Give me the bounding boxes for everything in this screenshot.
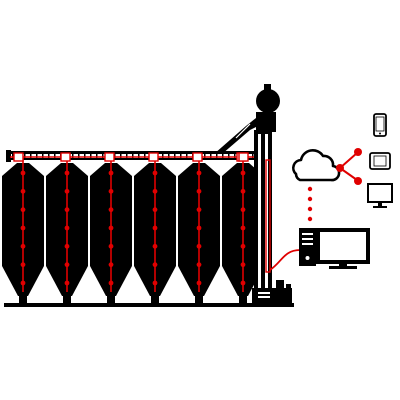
sensor-cable (108, 158, 114, 292)
sensor-node (20, 243, 26, 249)
sensor-node (64, 225, 70, 231)
sensor-node (240, 243, 246, 249)
sensor-node (108, 170, 114, 176)
sensor-node (240, 225, 246, 231)
junction-box (104, 152, 115, 162)
junction-box (238, 152, 249, 162)
sensor-node (152, 170, 158, 176)
sensor-node (196, 188, 202, 194)
junction-box (148, 152, 159, 162)
sensor-cable (20, 158, 26, 292)
sensor-node (64, 262, 70, 268)
sensor-node (64, 280, 70, 286)
junction-box (13, 152, 24, 162)
sensor-node (240, 280, 246, 286)
sensor-node (152, 225, 158, 231)
sensor-cable (240, 158, 246, 292)
roof-conveyor (6, 150, 268, 162)
sensor-node (20, 188, 26, 194)
sensor-node (64, 188, 70, 194)
sensor-header-line (10, 152, 266, 162)
share-icon (336, 148, 362, 185)
sensor-node (20, 280, 26, 286)
sensor-node (152, 243, 158, 249)
sensor-node (64, 243, 70, 249)
sensor-node (108, 243, 114, 249)
tablet-icon (369, 152, 391, 170)
sensor-node (152, 207, 158, 213)
ground-line (4, 303, 294, 307)
sensor-cable (64, 158, 70, 292)
sensor-node (240, 170, 246, 176)
smartphone-icon (373, 113, 387, 137)
sensor-node (20, 170, 26, 176)
silo-row (2, 163, 264, 304)
desktop-computer-icon (299, 228, 370, 269)
sensor-node (196, 280, 202, 286)
sensor-node (108, 280, 114, 286)
bucket-elevator-icon (214, 84, 292, 303)
sensor-node (196, 207, 202, 213)
sensor-node (240, 207, 246, 213)
sensor-node (108, 262, 114, 268)
sensor-cables (20, 158, 246, 292)
sensor-node (108, 207, 114, 213)
sensor-cable (196, 158, 202, 292)
sensor-node (196, 225, 202, 231)
cloud-icon (292, 149, 341, 182)
sensor-node (20, 225, 26, 231)
sensor-node (108, 225, 114, 231)
junction-box (60, 152, 71, 162)
sensor-cable (152, 158, 158, 292)
data-cable (265, 159, 301, 273)
sensor-node (64, 170, 70, 176)
sensor-node (152, 188, 158, 194)
sensor-node (196, 170, 202, 176)
sensor-node (196, 243, 202, 249)
sensor-node (152, 280, 158, 286)
sensor-node (108, 188, 114, 194)
junction-box (192, 152, 203, 162)
monitor-icon (367, 183, 393, 208)
sensor-node (196, 262, 202, 268)
cloud-link-dots (307, 186, 313, 222)
sensor-node (240, 262, 246, 268)
sensor-node (152, 262, 158, 268)
sensor-node (20, 262, 26, 268)
sensor-node (240, 188, 246, 194)
sensor-node (20, 207, 26, 213)
sensor-node (64, 207, 70, 213)
